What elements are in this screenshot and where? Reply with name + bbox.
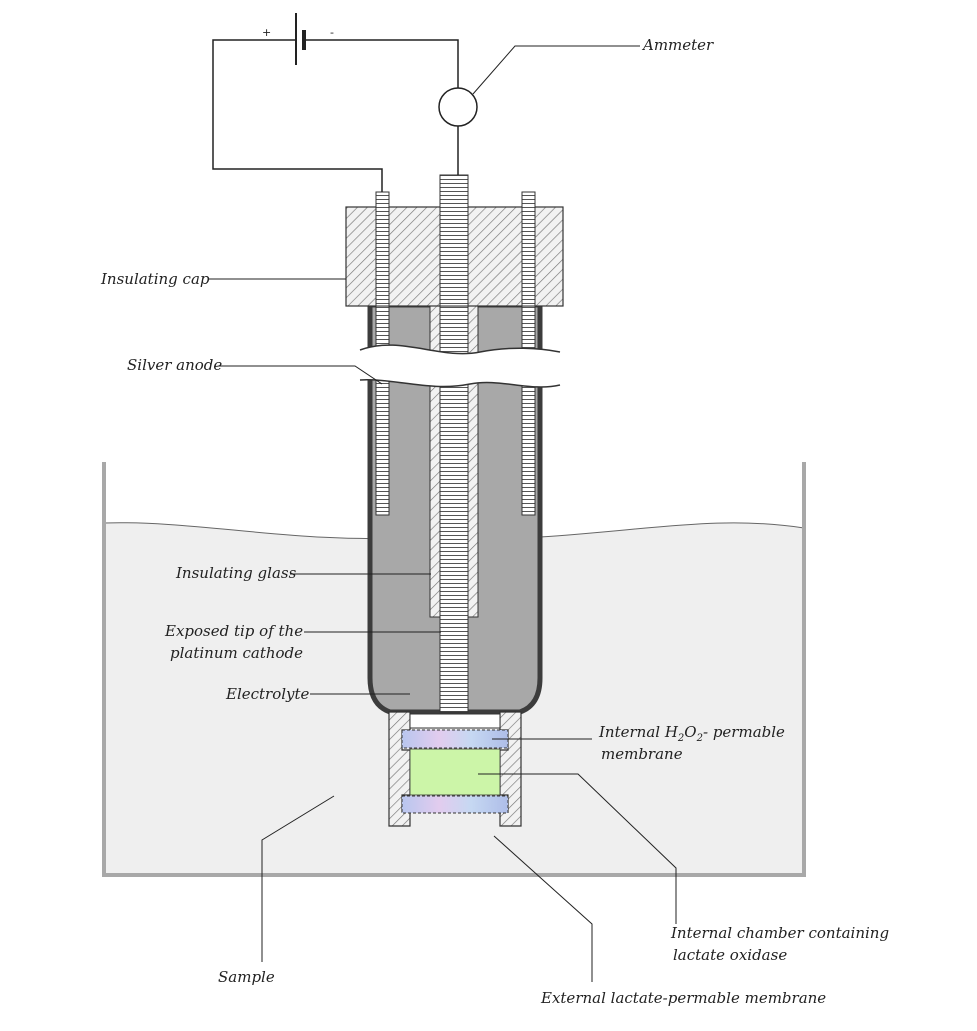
battery-minus-label: - bbox=[330, 26, 334, 39]
external-membrane bbox=[401, 795, 509, 814]
wire-anode bbox=[212, 39, 383, 192]
label-ammeter: Ammeter bbox=[641, 36, 714, 54]
ammeter-icon bbox=[438, 87, 478, 127]
label-internal-chamber-line2: lactate oxidase bbox=[673, 946, 787, 964]
label-internal-membrane: Internal H2O2- permable bbox=[598, 723, 785, 744]
label-insulating-cap: Insulating cap bbox=[100, 270, 210, 288]
label-internal-chamber-line1: Internal chamber containing bbox=[670, 924, 889, 942]
label-sample: Sample bbox=[218, 968, 275, 986]
leader-lines bbox=[208, 45, 677, 982]
label-insulating-glass: Insulating glass bbox=[175, 564, 297, 582]
battery-plus-label: + bbox=[262, 26, 271, 39]
label-internal-membrane-line2: membrane bbox=[601, 745, 683, 763]
break-mark bbox=[360, 345, 560, 388]
label-electrolyte: Electrolyte bbox=[225, 685, 310, 703]
label-exposed-tip-line1: Exposed tip of the bbox=[164, 622, 303, 640]
beaker-wall bbox=[102, 462, 806, 877]
enzyme-chamber bbox=[409, 748, 501, 796]
circuit: + - bbox=[212, 13, 478, 192]
label-external-membrane: External lactate-permable membrane bbox=[540, 989, 826, 1007]
wire-ammeter-top bbox=[304, 39, 459, 88]
label-silver-anode: Silver anode bbox=[127, 356, 222, 374]
label-exposed-tip-line2: platinum cathode bbox=[170, 644, 303, 662]
labels: Ammeter Insulating cap Silver anode Insu… bbox=[100, 36, 889, 1007]
membrane-housing bbox=[388, 711, 522, 827]
cathode-tip-gap bbox=[409, 713, 501, 729]
